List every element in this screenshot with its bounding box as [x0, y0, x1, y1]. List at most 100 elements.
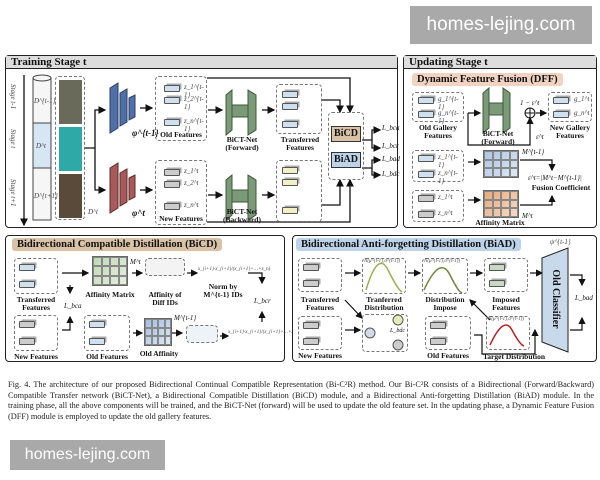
- biad-new-group: [298, 316, 342, 350]
- feature-vector: [164, 181, 180, 188]
- bicd-new-group: [14, 315, 58, 351]
- distribution-impose-plot: [422, 258, 468, 294]
- target-distribution-label: Target Distribution: [482, 352, 546, 361]
- biad-old-features-label: Old Features: [427, 351, 469, 360]
- feature-vector: [19, 338, 35, 345]
- dataset-label: D^t: [36, 142, 46, 150]
- bict-forward-label: BiCT-Net(Forward): [220, 136, 264, 152]
- figure-caption: Fig. 4. The architecture of our proposed…: [8, 380, 594, 421]
- transferred-distribution-plot: [362, 258, 406, 294]
- feature-vector: [303, 280, 319, 287]
- label-line: Distribution: [425, 295, 465, 304]
- label-line: (Backward): [223, 215, 261, 224]
- feature-vector: [489, 264, 505, 271]
- feature-vector: [164, 97, 180, 104]
- old-classifier-label: Old Classifier: [550, 269, 561, 329]
- feature-vector: [430, 338, 446, 345]
- dataset-label: D^{t-1}: [34, 97, 56, 105]
- eps-label: ε^t: [536, 133, 544, 141]
- biad-transferred-group: [298, 258, 342, 292]
- label-line: BiCT-Net: [226, 207, 258, 216]
- feature-vector: [282, 91, 298, 98]
- label-line: Old Gallery: [418, 123, 458, 132]
- bdc-group: [362, 314, 408, 352]
- modules-group: [328, 112, 364, 180]
- m-old-label: M^{t-1}: [522, 148, 545, 156]
- feature-vector: [89, 338, 105, 345]
- normal-label: N(μ^{t-1},σ^{t-1}): [424, 259, 461, 264]
- dff-old-z-group: z_1^{t-1} z_n^{t-1}: [412, 150, 464, 185]
- target-distribution-plot: [486, 316, 530, 350]
- label-line: Features: [22, 303, 50, 312]
- feature-vector: [19, 281, 35, 288]
- label-line: BiCT-Net: [226, 135, 258, 144]
- label-line: Features: [492, 303, 520, 312]
- feature-vector: [418, 111, 434, 118]
- label-line: Transferred: [300, 295, 340, 304]
- feature-label: z_n^{t-1}: [438, 169, 458, 185]
- m-old-label: M^{t-1}: [174, 314, 197, 322]
- label-line: BiCT-Net: [482, 129, 514, 138]
- old-features-label: Old Features: [160, 130, 202, 139]
- biad-new-features-label: New Features: [298, 351, 342, 360]
- normal-label: N(μ^{t-1},σ^{t-1}): [364, 259, 401, 264]
- old-affinity-label: Old Affinity: [139, 349, 179, 358]
- fusion-formula: ε^t=|M^t−M^{t-1}|: [528, 174, 582, 182]
- bicd-old-features-label: Old Features: [86, 352, 128, 361]
- imposed-features-group: [484, 258, 528, 292]
- l-bca: L_bca: [64, 302, 82, 310]
- label-line: Tranferred: [366, 295, 402, 304]
- loss-bcr: L_bcr: [382, 142, 399, 150]
- feature-vector: [282, 103, 298, 110]
- l-bdc: L_bdc: [390, 328, 405, 334]
- feature-vector: [553, 111, 569, 118]
- feature-label: z_2^t: [184, 179, 199, 187]
- feature-label: z_1^{t-1}: [184, 83, 204, 99]
- feature-vector: [282, 179, 298, 186]
- label-line: Distribution: [364, 303, 404, 312]
- dff-new-z-group: z_1^t z_n^t: [412, 190, 464, 222]
- dataset-label: D^{t+1}: [34, 192, 58, 200]
- biad-box: BiAD: [331, 152, 361, 168]
- bicd-old-group: [84, 315, 130, 351]
- person-images: [55, 76, 85, 220]
- watermark-top: homes-lejing.com: [410, 6, 592, 44]
- biad-title: Bidirectional Anti-forgetting Distillati…: [296, 238, 521, 251]
- loss-bdc: L_bdc: [382, 170, 400, 178]
- norm-formula-old: x_{i+1}·x_{i+1}/(x_{i+1}+…+x_n): [228, 330, 301, 335]
- person-image: [59, 80, 82, 124]
- person-image: [59, 174, 82, 218]
- fusion-coefficient-label: Fusion Coefficient: [531, 183, 591, 192]
- dff-title: Dynamic Feature Fusion (DFF): [412, 73, 563, 86]
- bicd-affinity-matrix: [92, 256, 128, 286]
- label-line: (Forward): [481, 137, 515, 146]
- m-new-label: M^t: [522, 212, 533, 220]
- feature-vector: [164, 85, 180, 92]
- feature-label: g_n^t: [574, 109, 590, 117]
- feature-vector: [303, 338, 319, 345]
- new-features-label: New Features: [159, 214, 203, 223]
- psi-label: ψ^{t-1}: [550, 238, 571, 246]
- l-bcr: L_bcr: [254, 297, 271, 305]
- label-line: (Forward): [225, 143, 259, 152]
- watermark-bottom: homes-lejing.com: [10, 440, 165, 470]
- label-line: Norm by: [208, 282, 238, 291]
- new-features-group: z_1^t z_2^t z_n^t New Features: [155, 160, 207, 225]
- dataset-label: D^t: [88, 208, 98, 216]
- feature-vector: [489, 280, 505, 287]
- old-gallery-group: g_1^{t-1} g_n^{t-1}: [412, 92, 464, 125]
- transferred-new-group: [276, 160, 322, 222]
- bicd-title: Bidirectional Compatible Distillation (B…: [12, 238, 223, 251]
- norm-formula: x_{i+1}·x_{i+1}/(x_{i+1}+…+x_n): [198, 267, 271, 272]
- affinity-matrix-label: Affinity Matrix: [85, 290, 135, 299]
- label-line: Transferred: [16, 295, 56, 304]
- feature-vector: [19, 321, 35, 328]
